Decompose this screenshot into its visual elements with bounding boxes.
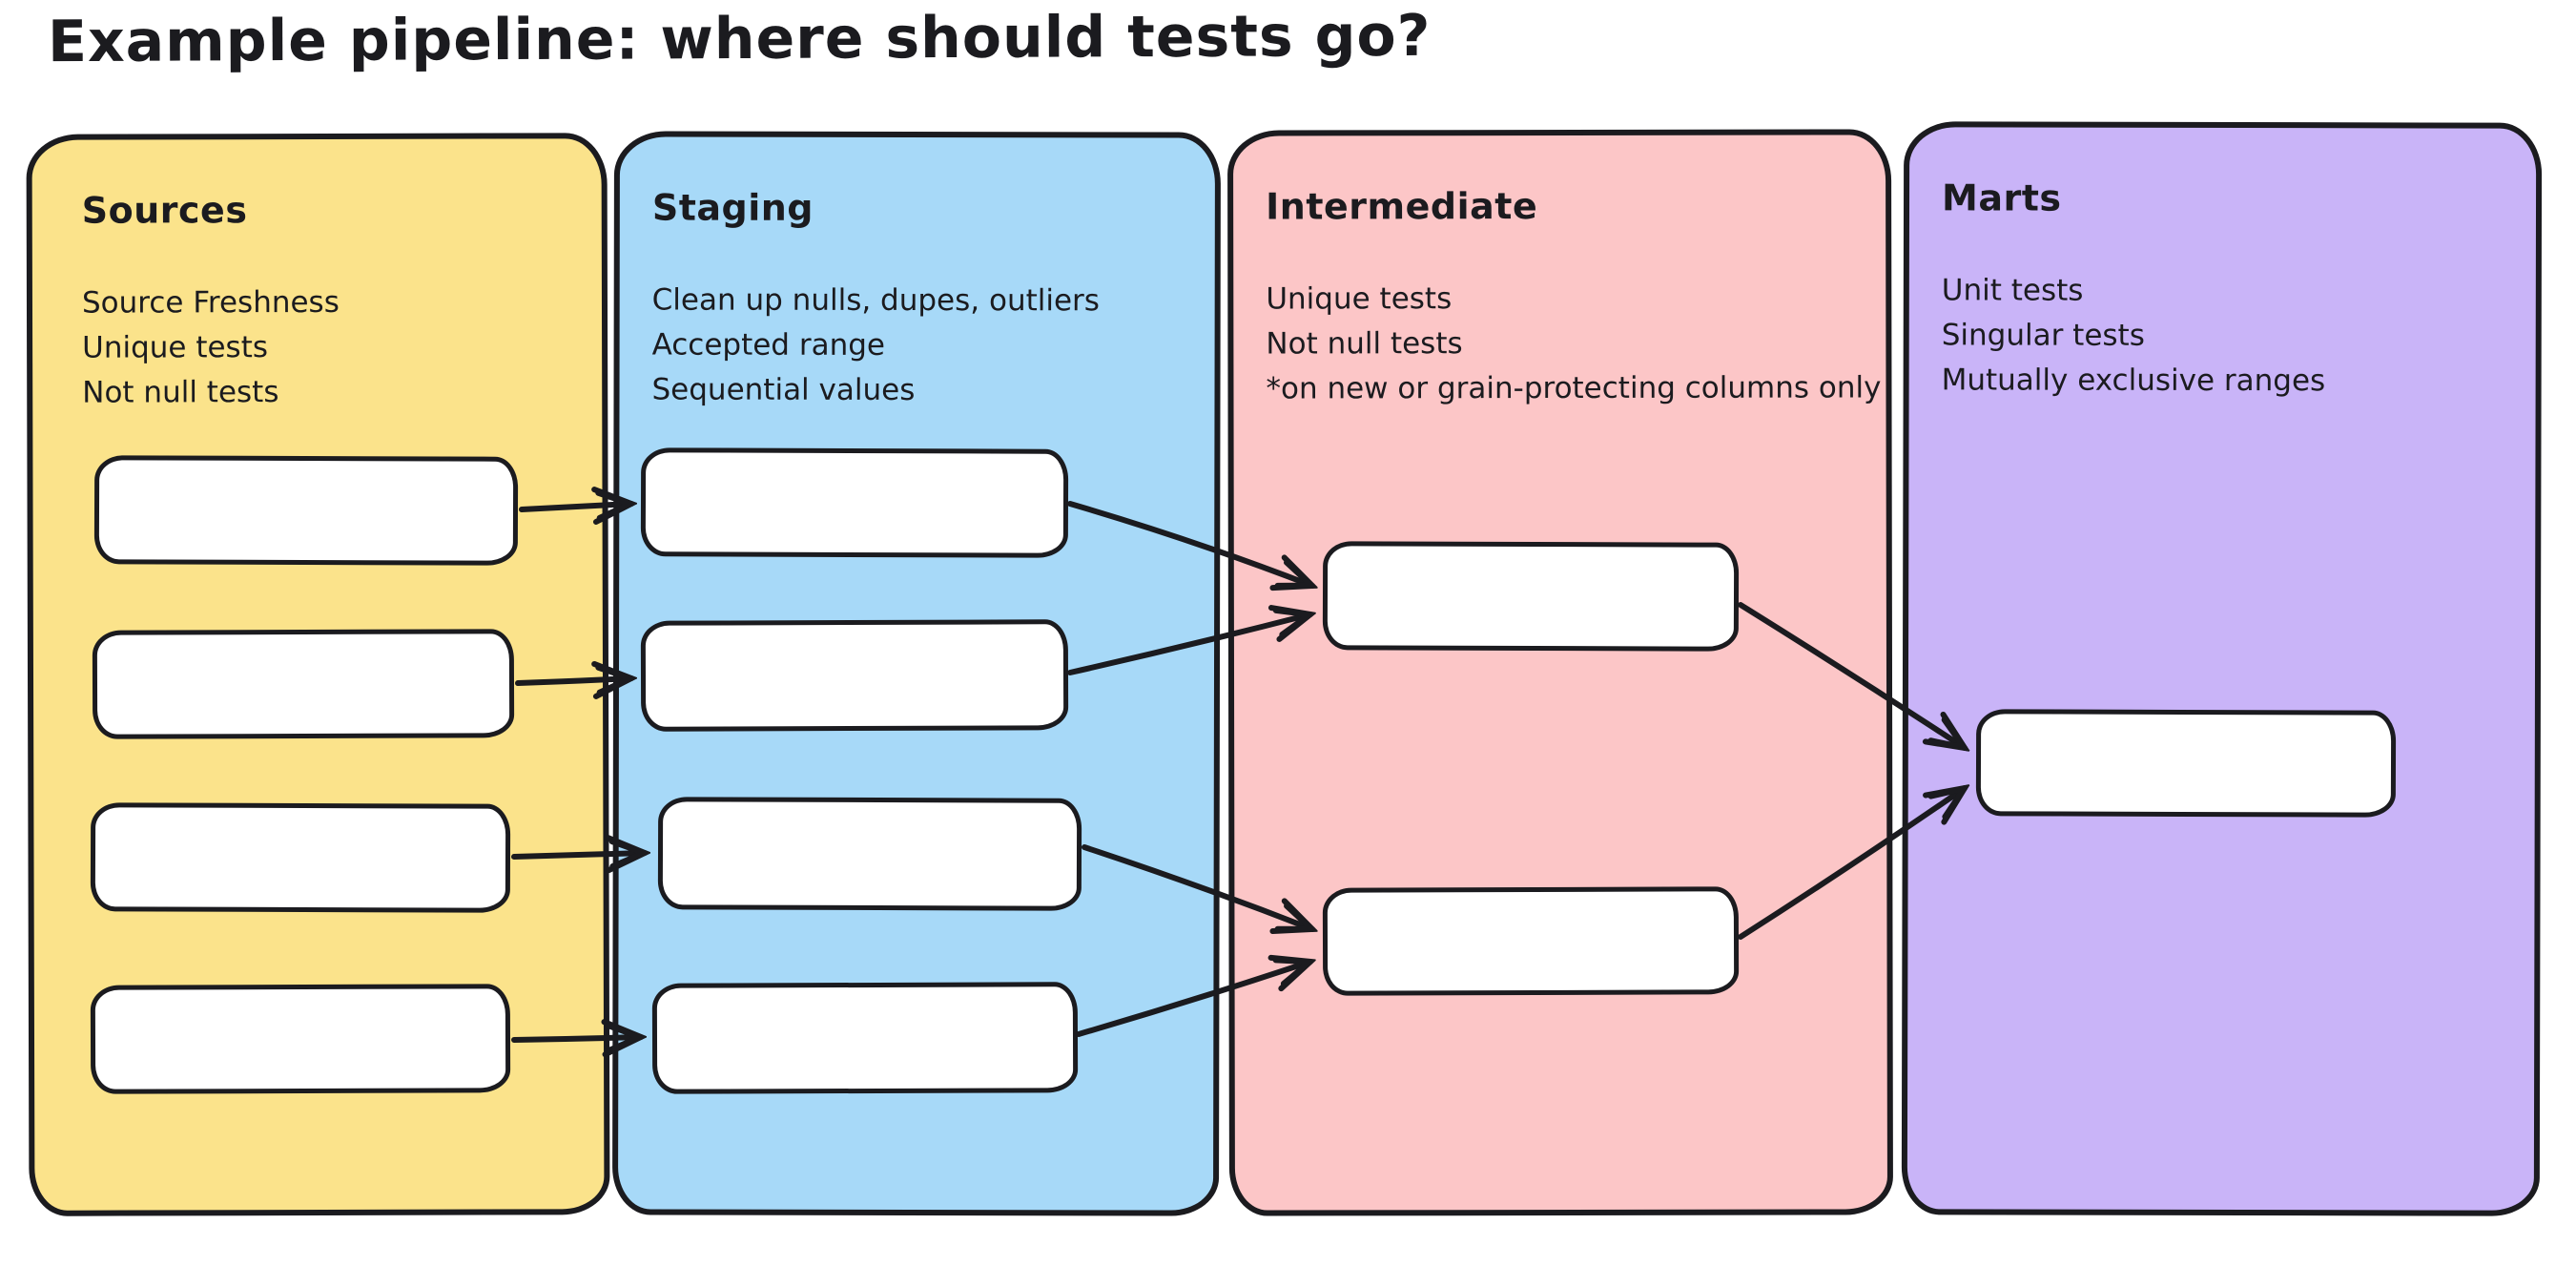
note: Not null tests: [1266, 326, 1463, 362]
column-marts-notes: Unit tests Singular tests Mutually exclu…: [1942, 268, 2507, 404]
column-intermediate-title: Intermediate: [1266, 185, 1538, 228]
node-staging-2: [640, 619, 1069, 732]
note: Clean up nulls, dupes, outliers: [651, 282, 1101, 319]
note: Not null tests: [82, 375, 279, 410]
column-sources-notes: Source Freshness Unique tests Not null t…: [82, 280, 573, 415]
node-sources-1: [93, 455, 519, 566]
node-intermediate-1: [1322, 541, 1740, 652]
diagram-title: Example pipeline: where should tests go?: [47, 2, 1432, 76]
column-marts-title: Marts: [1941, 176, 2062, 219]
note: Sequential values: [651, 372, 916, 407]
note: Unique tests: [1266, 281, 1453, 317]
column-staging-title: Staging: [651, 186, 814, 229]
column-intermediate-notes: Unique tests Not null tests *on new or g…: [1266, 276, 1882, 411]
note: Source Freshness: [81, 284, 340, 321]
column-marts: Marts Unit tests Singular tests Mutually…: [1901, 121, 2543, 1216]
note: Unique tests: [82, 330, 269, 365]
column-staging-notes: Clean up nulls, dupes, outliers Accepted…: [651, 279, 1185, 414]
column-sources-title: Sources: [81, 189, 248, 232]
node-intermediate-2: [1322, 886, 1740, 996]
node-staging-1: [640, 447, 1069, 558]
note: Mutually exclusive ranges: [1941, 363, 2326, 399]
node-marts-1: [1975, 709, 2397, 818]
node-sources-2: [92, 629, 515, 739]
node-staging-4: [651, 982, 1079, 1094]
node-sources-3: [90, 802, 511, 913]
note: Unit tests: [1941, 273, 2084, 308]
note: *on new or grain-protecting columns only: [1266, 370, 1882, 406]
note: Singular tests: [1941, 318, 2145, 353]
node-staging-3: [657, 797, 1082, 911]
column-intermediate: Intermediate Unique tests Not null tests…: [1227, 129, 1893, 1216]
node-sources-4: [90, 984, 511, 1094]
note: Accepted range: [651, 327, 886, 363]
